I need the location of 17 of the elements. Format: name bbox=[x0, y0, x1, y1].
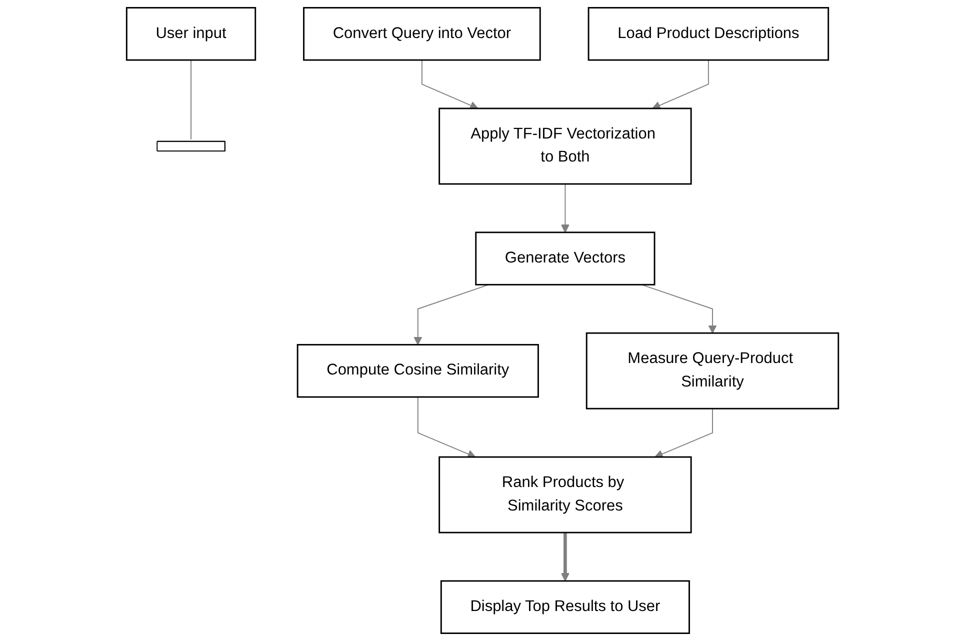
arrow bbox=[422, 60, 479, 110]
node-box: Apply TF-IDF Vectorization to Both bbox=[439, 108, 692, 185]
node-box: Compute Cosine Similarity bbox=[297, 344, 540, 398]
node-box: Rank Products by Similarity Scores bbox=[439, 456, 692, 534]
arrow bbox=[418, 396, 476, 458]
arrow bbox=[642, 284, 718, 334]
node-box: Load Product Descriptions bbox=[588, 7, 830, 61]
arrow bbox=[561, 183, 570, 233]
node-box: Generate Vectors bbox=[476, 232, 656, 286]
node-box: Convert Query into Vector bbox=[304, 7, 542, 61]
node-box: Measure Query-Product Similarity bbox=[586, 332, 840, 410]
arrow bbox=[655, 408, 714, 458]
arrow bbox=[652, 60, 710, 110]
node-box: Display Top Results to User bbox=[440, 580, 690, 634]
node-box: User input bbox=[126, 7, 257, 61]
arrow bbox=[561, 532, 570, 582]
connector bbox=[191, 60, 192, 140]
